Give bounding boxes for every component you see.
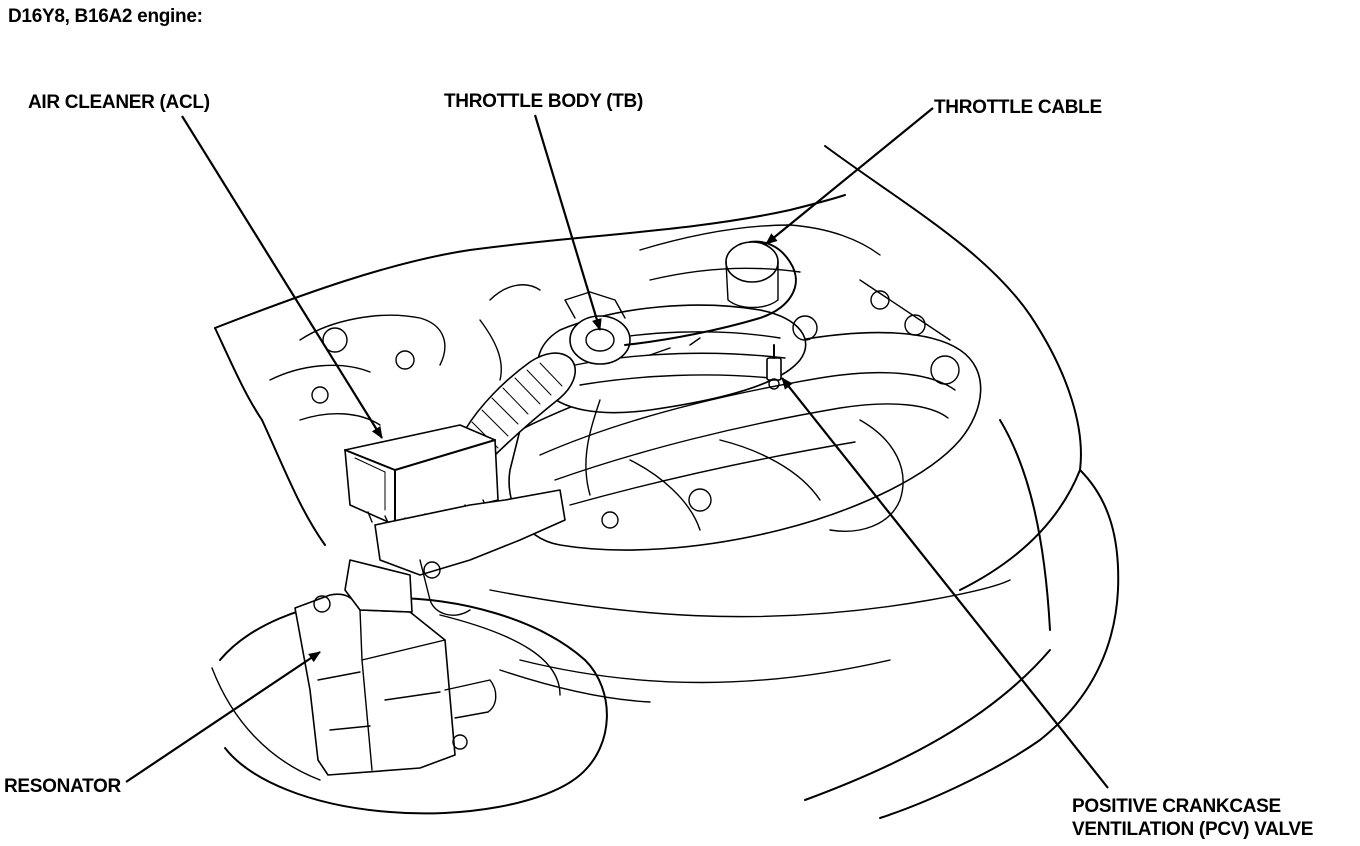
intake-duct xyxy=(464,352,576,461)
label-air-cleaner: AIR CLEANER (ACL) xyxy=(28,92,210,113)
label-pcv-line2: VENTILATION (PCV) VALVE xyxy=(1072,819,1314,840)
label-throttle-cable: THROTTLE CABLE xyxy=(934,97,1102,118)
diagram-heading: D16Y8, B16A2 engine: xyxy=(8,6,203,27)
resonator-box xyxy=(294,559,497,776)
engine-assembly xyxy=(269,224,982,551)
air-cleaner-housing xyxy=(344,424,566,616)
leader-lines xyxy=(125,107,1109,789)
label-pcv-line1: POSITIVE CRANKCASE xyxy=(1072,796,1281,817)
label-resonator: RESONATOR xyxy=(4,776,121,797)
label-throttle-body: THROTTLE BODY (TB) xyxy=(444,91,644,112)
